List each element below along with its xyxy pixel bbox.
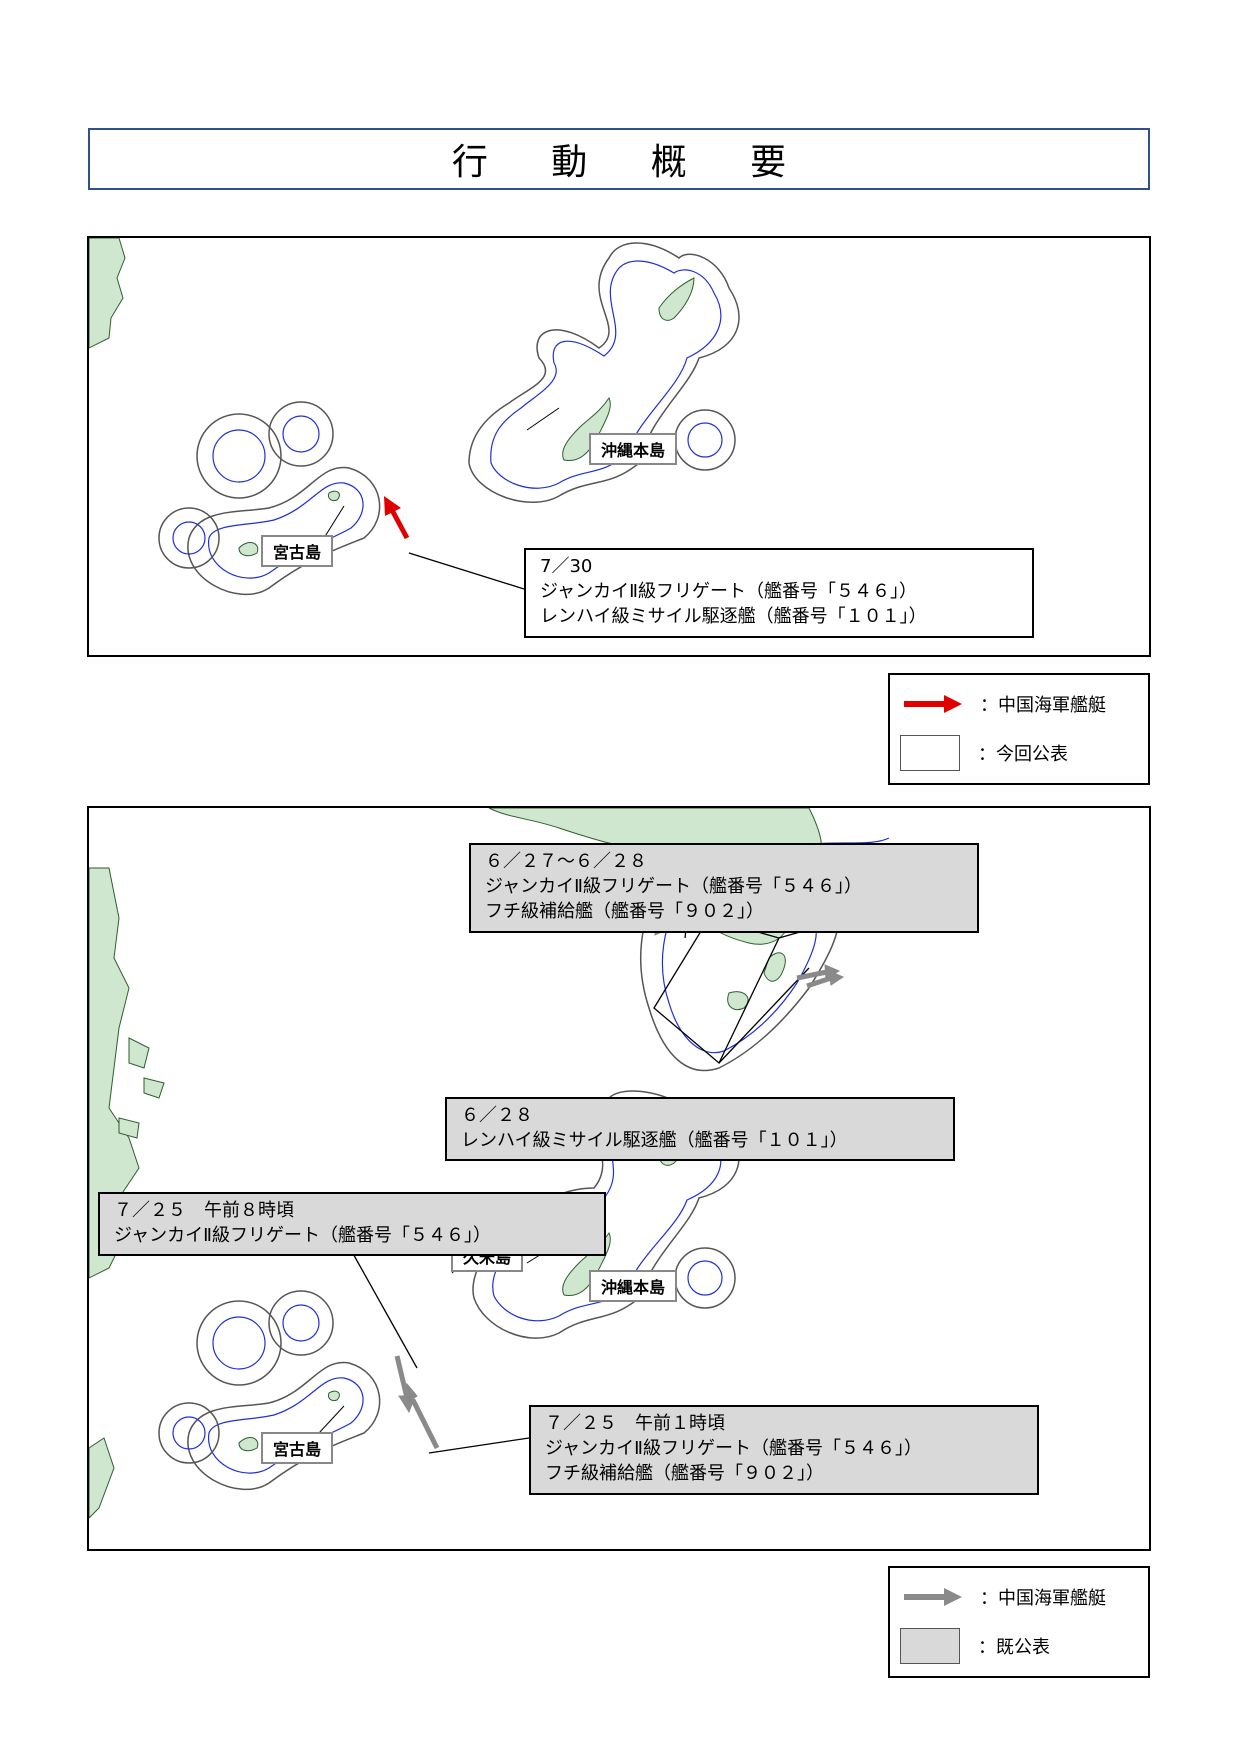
map-current: 沖縄本島 宮古島 7／30 ジャンカイⅡ級フリゲート（艦番号「５４６」） レンハ…: [87, 236, 1151, 657]
callout-0730: 7／30 ジャンカイⅡ級フリゲート（艦番号「５４６」） レンハイ級ミサイル駆逐艦…: [524, 548, 1034, 638]
miyako-island: [238, 1437, 259, 1452]
red-vessel-arrow: [384, 496, 410, 540]
callout-0627-0628: ６／２７～６／２８ ジャンカイⅡ級フリゲート（艦番号「５４６」） フチ級補給艦（…: [469, 843, 979, 933]
callout-line: レンハイ級ミサイル駆逐艦（艦番号「１０１」）: [461, 1130, 848, 1151]
title-box: 行 動 概 要: [88, 128, 1150, 190]
legend-arrow-label: ：中国海軍艦艇: [980, 1588, 1106, 1609]
map-previous: 沖縄本島 久米島 宮古島 ６／２７～６／２８ ジャンカイⅡ級フリゲート（艦番号「…: [87, 806, 1151, 1551]
label-okinawa: 沖縄本島: [589, 1270, 678, 1302]
legend-box-label: ：既公表: [978, 1637, 1050, 1658]
miyako-contour: [187, 1361, 381, 1491]
gray-arrow-icon: [904, 1588, 962, 1606]
legend-current: ：中国海軍艦艇 ：今回公表: [888, 673, 1150, 785]
red-arrow-icon: [904, 695, 962, 713]
callout-line: フチ級補給艦（艦番号「９０２」）: [545, 1463, 824, 1484]
legend-box-label: ：今回公表: [978, 744, 1068, 765]
miyako-small-island: [328, 1390, 340, 1401]
callout-line: ジャンカイⅡ級フリゲート（艦番号「５４６」）: [114, 1225, 491, 1246]
page-title: 行 動 概 要: [451, 142, 813, 183]
legend-previous: ：中国海軍艦艇 ：既公表: [888, 1566, 1150, 1678]
okinawa-inner-contour: [490, 260, 722, 489]
okinawa-outer-contour: [468, 242, 740, 503]
callout-date: ６／２７～６／２８: [485, 851, 647, 872]
tanegashima: [763, 952, 786, 982]
old-swatch: [900, 1628, 960, 1664]
callout-date: ７／２５ 午前８時頃: [114, 1200, 294, 1221]
legend-arrow-label: ：中国海軍艦艇: [980, 695, 1106, 716]
callout-line: レンハイ級ミサイル駆逐艦（艦番号「１０１」）: [540, 606, 927, 627]
callout-0725-am8: ７／２５ 午前８時頃 ジャンカイⅡ級フリゲート（艦番号「５４６」）: [98, 1192, 606, 1256]
map-current-canvas: [89, 238, 740, 596]
callout-0628: ６／２８ レンハイ級ミサイル駆逐艦（艦番号「１０１」）: [445, 1097, 955, 1161]
amami-island: [658, 277, 695, 321]
new-swatch: [900, 735, 960, 771]
miyako-contour: [187, 466, 381, 596]
miyako-small-island: [328, 490, 340, 501]
miyako-contour-inner: [208, 1377, 364, 1474]
label-okinawa: 沖縄本島: [589, 433, 678, 465]
callout-line: ジャンカイⅡ級フリゲート（艦番号「５４６」）: [485, 876, 862, 897]
callout-0725-am1: ７／２５ 午前１時頃 ジャンカイⅡ級フリゲート（艦番号「５４６」） フチ級補給艦…: [529, 1405, 1039, 1495]
callout-date: ７／２５ 午前１時頃: [545, 1413, 725, 1434]
miyako-contour-inner: [208, 482, 364, 579]
callout-line: フチ級補給艦（艦番号「９０２」）: [485, 901, 764, 922]
callout-line: ジャンカイⅡ級フリゲート（艦番号「５４６」）: [540, 581, 917, 602]
mainland-coast: [89, 238, 126, 349]
callout-date: 7／30: [540, 556, 593, 577]
label-miyako: 宮古島: [261, 1432, 334, 1464]
yakushima: [727, 991, 749, 1011]
callout-date: ６／２８: [461, 1105, 533, 1126]
miyako-island: [238, 542, 259, 557]
label-miyako: 宮古島: [261, 535, 334, 567]
gray-vessel-arrows-south: [394, 1355, 440, 1450]
callout-line: ジャンカイⅡ級フリゲート（艦番号「５４６」）: [545, 1438, 922, 1459]
